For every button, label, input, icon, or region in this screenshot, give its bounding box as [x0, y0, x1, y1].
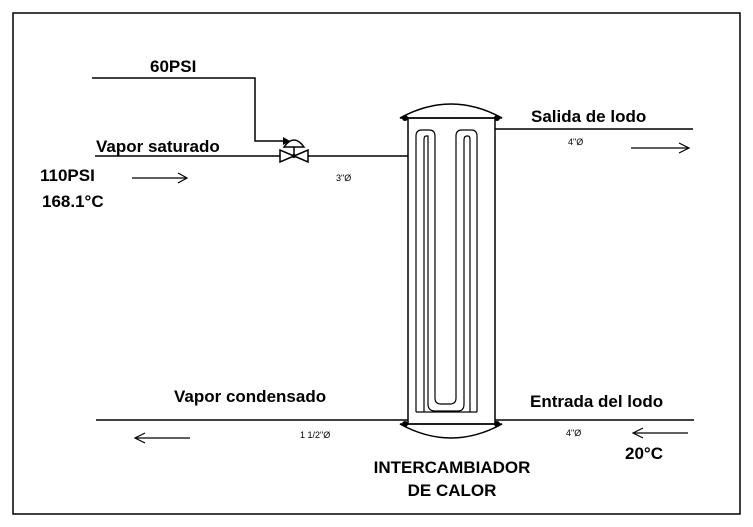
tube-bundle-outer: [415, 129, 478, 412]
valve-actuator: [282, 139, 306, 148]
steam-pipe-size-label: 3"Ø: [336, 173, 351, 183]
control-pressure-label: 60PSI: [150, 57, 196, 76]
steam-temperature-label: 168.1°C: [42, 192, 104, 211]
sludge-inlet-arrowhead: [631, 427, 644, 439]
sludge-inlet-pipe-size-label: 4"Ø: [566, 428, 581, 438]
sludge-inlet-label: Entrada del lodo: [530, 392, 663, 411]
tube-bundle-inner: [423, 135, 471, 412]
sludge-inlet-temperature-label: 20°C: [625, 444, 663, 463]
exchanger-shell: [407, 117, 496, 425]
sludge-outlet-arrowhead: [678, 142, 691, 154]
top-flange-right: [494, 115, 500, 121]
top-flange-left: [402, 115, 408, 121]
exchanger-bottom-head: [399, 423, 503, 439]
control-valve: [279, 139, 309, 164]
valve-center: [292, 154, 296, 158]
condensate-flow-arrowhead: [133, 432, 146, 444]
bottom-flange-right: [494, 421, 500, 427]
control-line: [92, 77, 283, 142]
sludge-outlet-pipe-size-label: 4"Ø: [568, 137, 583, 147]
steam-inlet-label: Vapor saturado: [96, 137, 220, 156]
diagram-frame: [12, 12, 741, 515]
heat-exchanger: [399, 103, 503, 439]
steam-flow-arrowhead: [177, 172, 189, 184]
valve-body-right: [292, 148, 309, 164]
sludge-outlet-label: Salida de lodo: [531, 107, 646, 126]
valve-body: [279, 148, 296, 164]
condensate-pipe-size-label: 1 1/2"Ø: [300, 430, 330, 440]
exchanger-title-line2: DE CALOR: [408, 481, 497, 500]
exchanger-top-head: [399, 103, 503, 119]
exchanger-title-line1: INTERCAMBIADOR: [374, 458, 531, 477]
steam-pressure-label: 110PSI: [40, 166, 95, 185]
control-line-arrowhead: [283, 137, 290, 145]
bottom-flange-left: [402, 421, 408, 427]
condensate-outlet-label: Vapor condensado: [174, 387, 326, 406]
